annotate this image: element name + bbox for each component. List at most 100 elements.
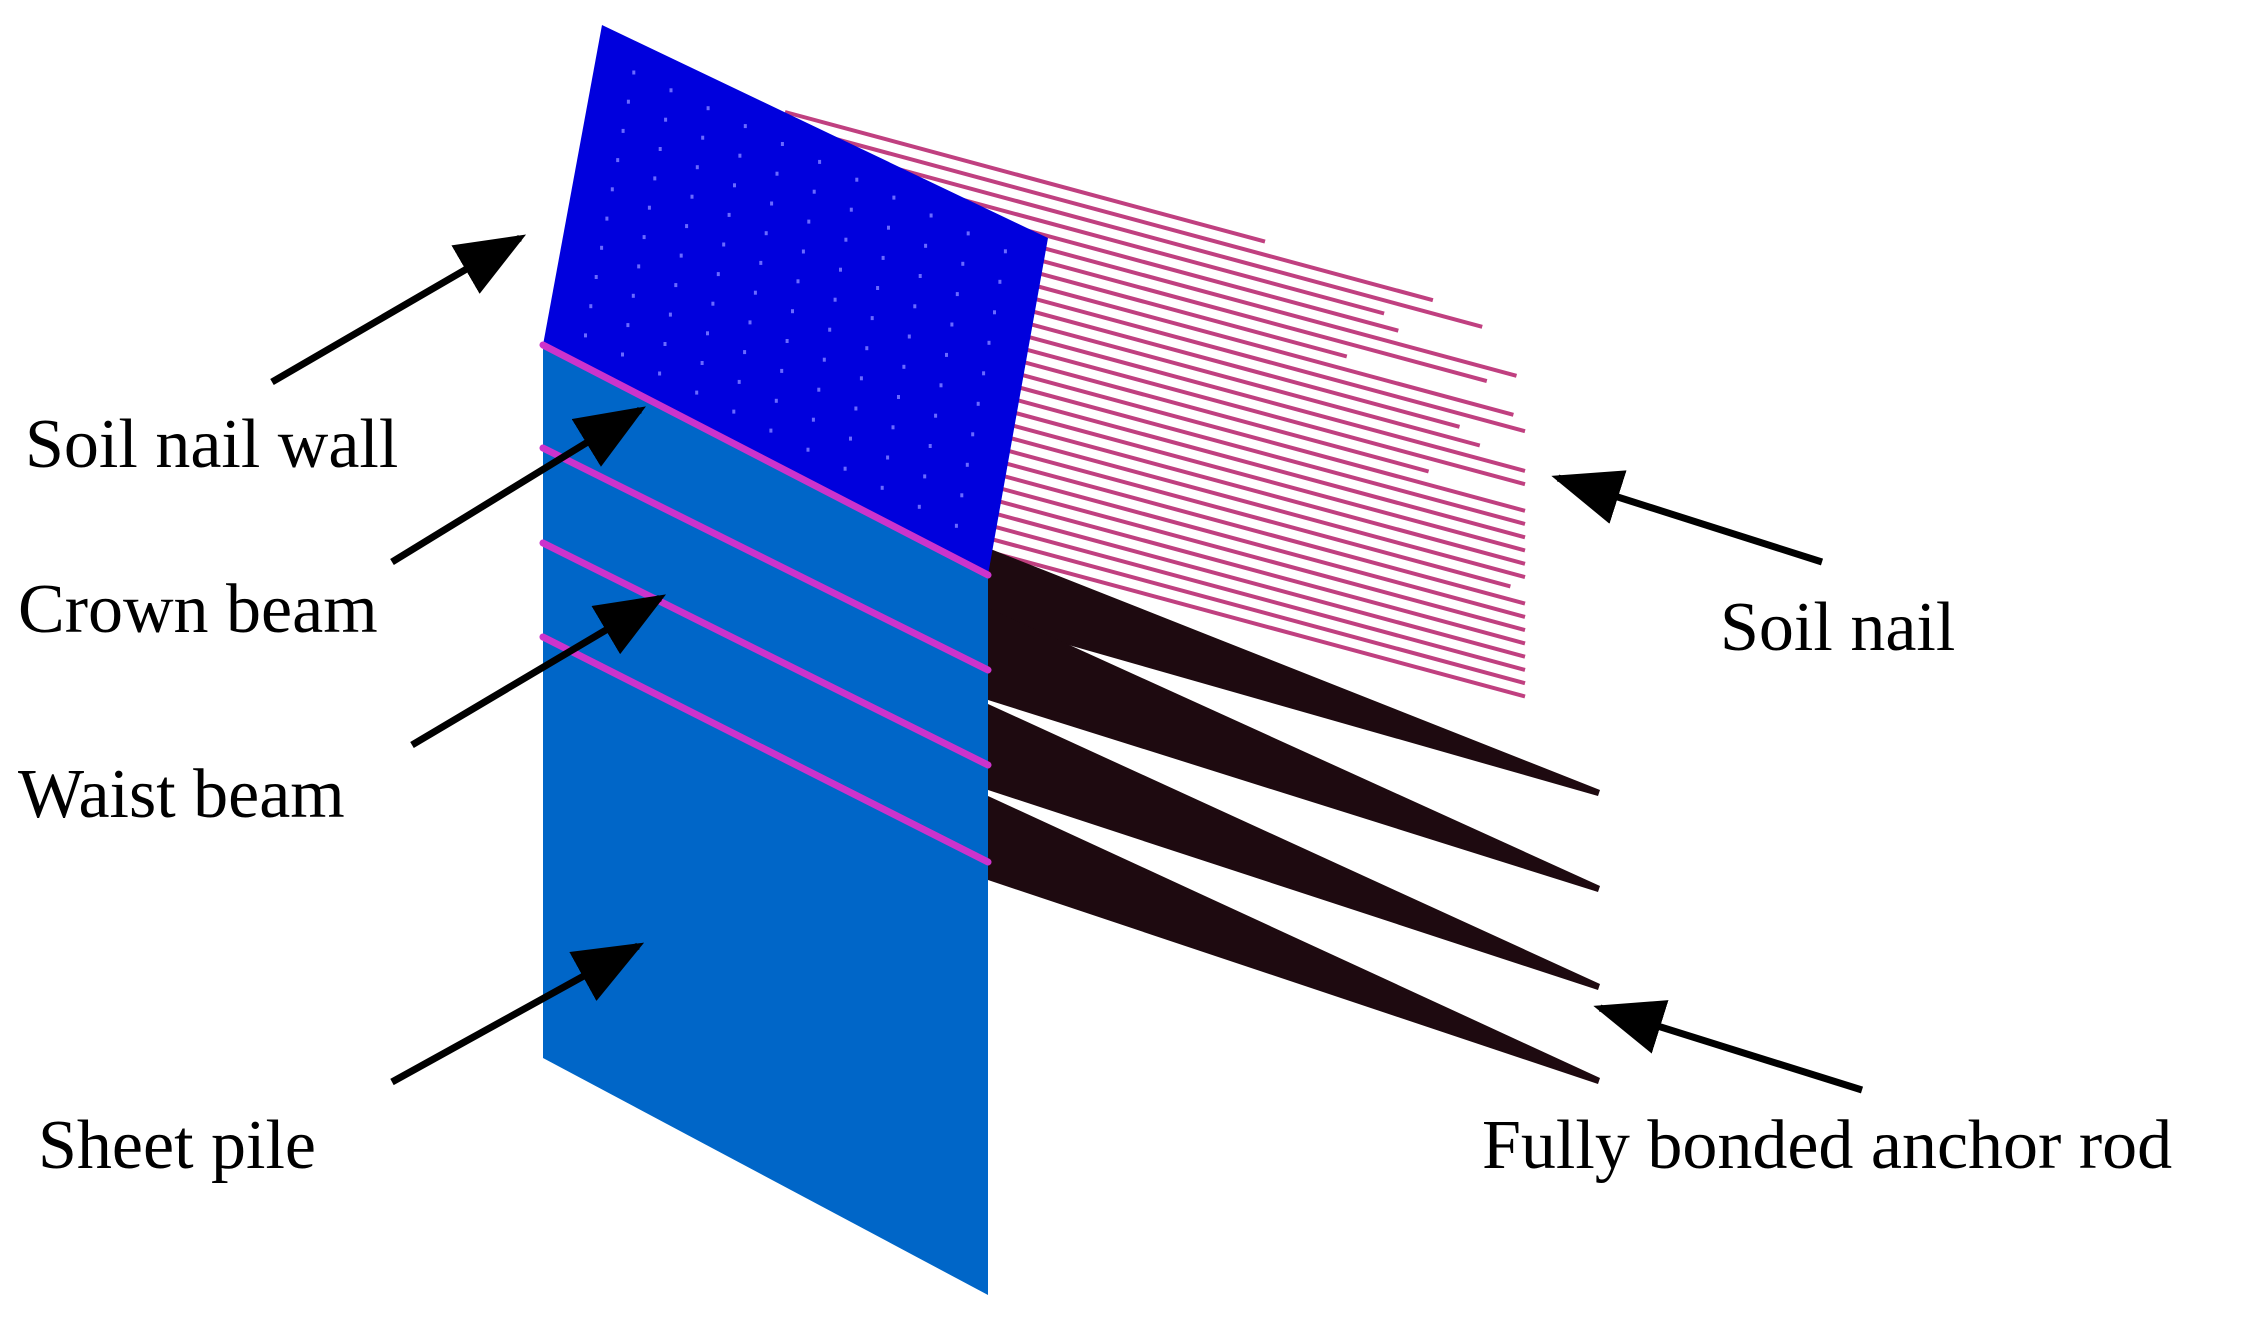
nail-head — [934, 413, 938, 418]
soil-nail — [982, 534, 1526, 686]
nail-head — [806, 447, 810, 452]
nail-head — [924, 243, 928, 248]
soil-nail — [961, 489, 1526, 646]
nail-head — [880, 485, 884, 490]
nail-head — [738, 153, 742, 158]
nail-head — [621, 352, 624, 357]
nail-head — [881, 255, 885, 260]
nail-head — [955, 292, 959, 297]
nail-head — [945, 352, 948, 357]
arrow-crown-beam — [390, 406, 646, 565]
anchor-rod — [988, 608, 1600, 892]
nail-head — [929, 213, 933, 218]
label-soil-nail: Soil nail — [1720, 589, 1955, 666]
nail-head — [775, 171, 779, 176]
nail-head — [759, 260, 763, 265]
nail-head — [785, 339, 789, 343]
nail-head — [600, 245, 604, 250]
nail-head — [695, 165, 699, 170]
crown-beam — [539, 341, 992, 579]
nail-head — [669, 88, 673, 93]
nail-head — [844, 237, 848, 242]
nail-head — [913, 304, 917, 309]
waist-beam — [539, 444, 992, 674]
nail-head — [647, 205, 651, 210]
soil-nail — [968, 504, 1526, 659]
nail-head — [849, 207, 853, 212]
waist-beam — [539, 633, 992, 866]
nail-head — [950, 322, 954, 327]
nail-head — [876, 286, 880, 290]
nail-head — [865, 346, 869, 351]
waist-beam — [539, 539, 992, 769]
soil-nail — [989, 550, 1526, 699]
soil-nail — [932, 428, 1511, 589]
soil-nail — [947, 459, 1526, 619]
nail-head — [892, 195, 896, 200]
nail-head — [774, 398, 778, 403]
arrow-sheet-pile — [390, 942, 645, 1086]
nail-head — [753, 290, 757, 295]
nail-head — [631, 293, 635, 298]
nail-head — [902, 364, 906, 369]
nail-head — [632, 70, 636, 75]
nail-head — [961, 261, 965, 266]
nail-head — [859, 376, 863, 381]
nail-head — [849, 436, 852, 441]
nail-head — [854, 406, 858, 411]
nail-head — [770, 201, 774, 206]
nail-head — [594, 275, 598, 279]
nail-head — [993, 310, 996, 315]
nail-head — [679, 253, 683, 258]
nail-head — [971, 432, 975, 437]
nail-head — [605, 216, 609, 221]
nail-head — [658, 371, 662, 376]
nail-head — [748, 320, 752, 325]
nail-head — [626, 99, 630, 104]
nail-head — [701, 135, 705, 140]
nail-head — [891, 425, 895, 430]
nail-head — [976, 401, 980, 406]
nail-head — [918, 274, 922, 278]
soil-nail — [975, 519, 1526, 672]
nail-head — [966, 231, 970, 236]
arrow-soil-nail — [1551, 470, 1824, 566]
soil-nail — [954, 474, 1526, 633]
nail-head — [621, 128, 625, 133]
nail-head — [668, 312, 672, 317]
label-anchor-rod: Fully bonded anchor rod — [1482, 1107, 2172, 1184]
nail-head — [642, 235, 646, 240]
nail-head — [923, 474, 927, 479]
nail-head — [716, 272, 720, 277]
nail-head — [843, 466, 847, 471]
nail-head — [743, 350, 747, 355]
label-soil-nail-wall: Soil nail wall — [25, 406, 398, 483]
anchor-rod — [988, 548, 1600, 796]
nail-head — [626, 323, 630, 328]
nail-head — [658, 147, 662, 151]
nail-head — [732, 409, 736, 414]
label-crown-beam: Crown beam — [18, 571, 378, 648]
nail-head — [870, 316, 874, 321]
nail-head — [833, 297, 837, 302]
soil-nail — [798, 140, 1483, 329]
nail-head — [807, 219, 811, 224]
nail-head — [987, 340, 991, 345]
arrow-waist-beam — [410, 594, 667, 749]
nail-head — [737, 379, 741, 384]
nail-head — [653, 176, 657, 181]
nail-head — [780, 142, 784, 146]
soil-nail — [918, 398, 1526, 566]
arrow-anchor-rod — [1593, 1000, 1864, 1094]
nail-head — [700, 361, 704, 365]
nail-head — [828, 327, 832, 332]
beam-group — [539, 341, 992, 866]
nail-head — [722, 242, 726, 247]
nail-head — [801, 249, 805, 254]
nail-head — [610, 187, 614, 192]
soil-nail — [925, 413, 1526, 580]
nail-head — [663, 342, 667, 346]
nail-head — [818, 159, 822, 164]
label-sheet-pile: Sheet pile — [38, 1107, 316, 1184]
